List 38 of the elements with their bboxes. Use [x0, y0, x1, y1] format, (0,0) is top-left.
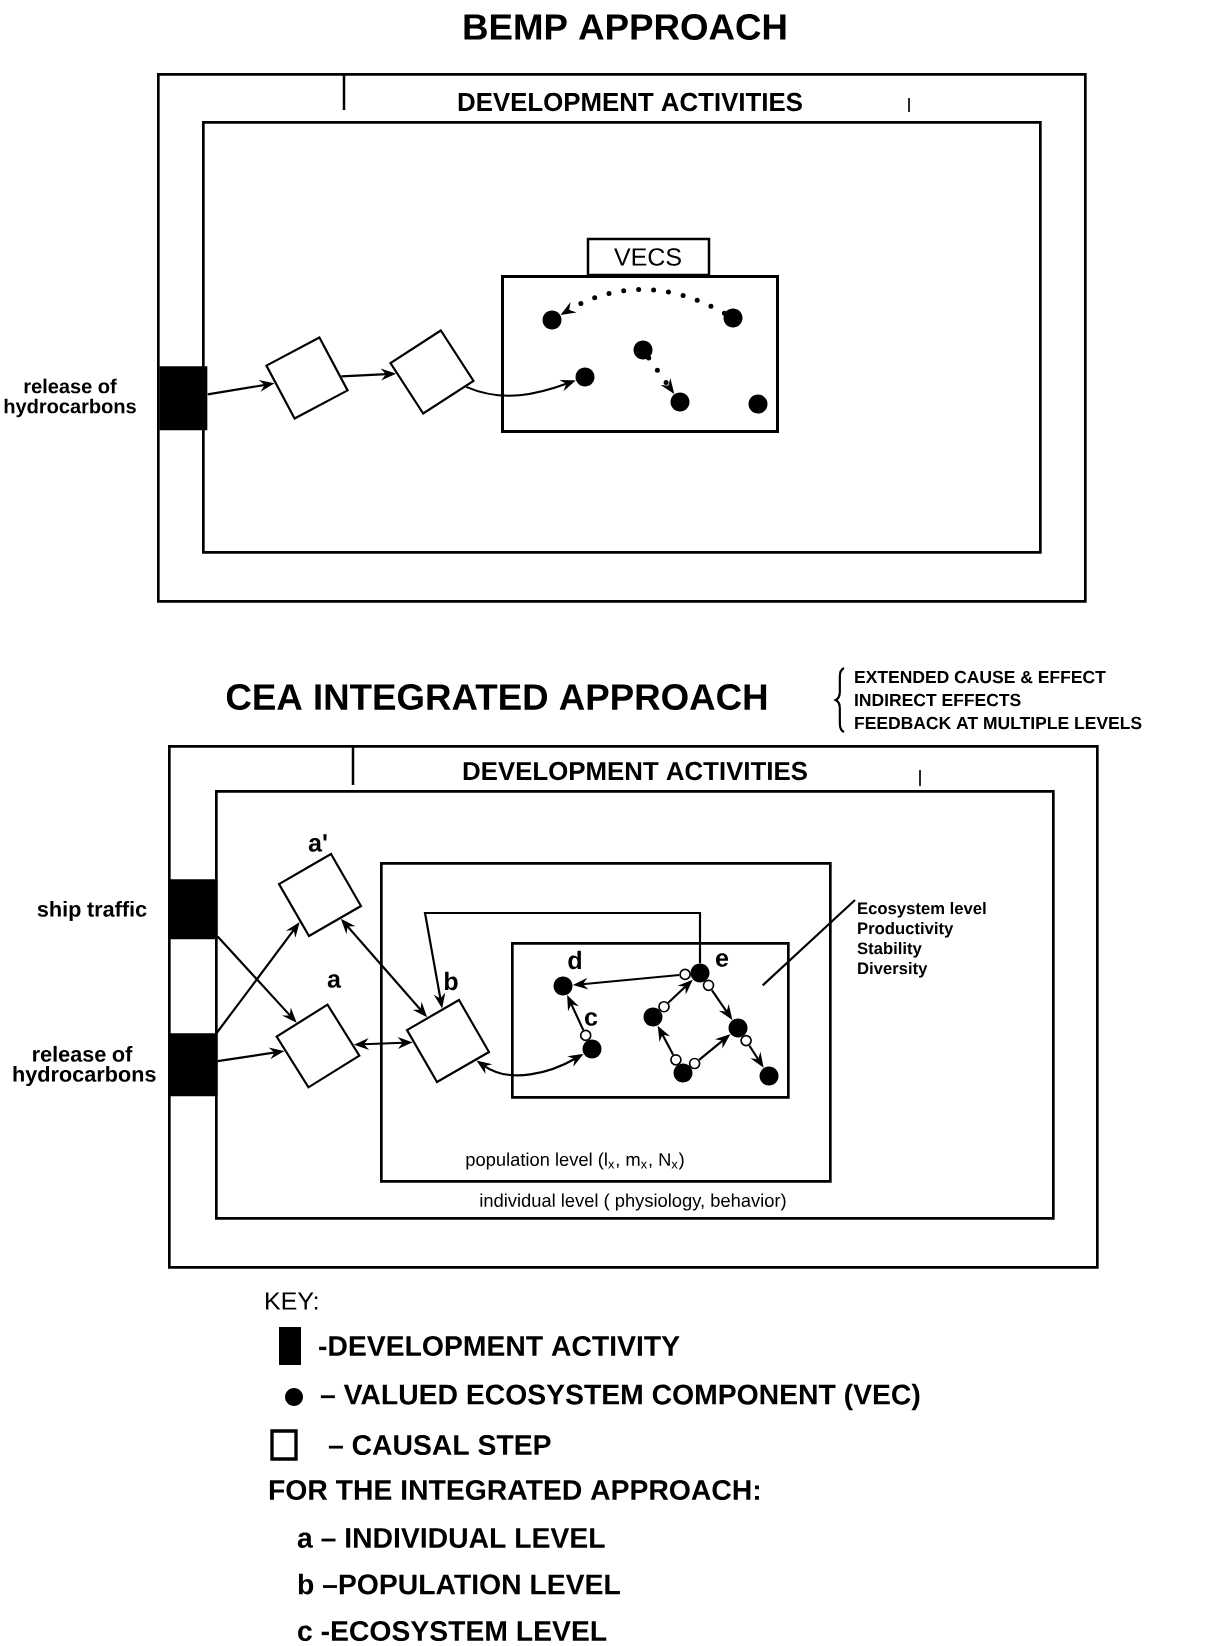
side-label: ship traffic: [37, 900, 147, 922]
vec-dot: [670, 392, 690, 412]
label-text: EXTENDED CAUSE & EFFECT: [855, 670, 1106, 684]
vec-dot: [542, 310, 562, 330]
label-text: FOR THE INTEGRATED APPROACH:: [269, 1480, 759, 1501]
level-box: [202, 121, 1042, 554]
vec-dot: [633, 340, 653, 360]
vec-dot: [748, 394, 768, 414]
vec-dot: [643, 1000, 670, 1027]
node-label: VECS: [614, 248, 681, 266]
legend-text: – CAUSAL STEP: [328, 1435, 551, 1456]
vec-box: VECS: [501, 237, 779, 433]
side-label: release of hydrocarbons: [4, 378, 136, 418]
label-text: INDIRECT EFFECTS: [855, 693, 1021, 707]
side-label: a': [308, 834, 327, 852]
label-text: KEY:: [266, 1292, 318, 1310]
side-label: e: [716, 953, 729, 967]
leader-line: [761, 899, 856, 987]
title: BEMP APPROACH: [464, 14, 786, 40]
label-text: c -ECOSYSTEM LEVEL: [298, 1621, 607, 1642]
label-text: a – INDIVIDUAL LEVEL: [297, 1528, 605, 1548]
label-text: CEA INTEGRATED APPROACH: [226, 684, 767, 710]
side-label: c: [585, 1012, 598, 1026]
label-text: FEEDBACK AT MULTIPLE LEVELS: [855, 716, 1142, 730]
side-label: a: [327, 974, 342, 988]
vec-dot: [670, 1054, 701, 1083]
legend-text: – VALUED ECOSYSTEM COMPONENT (VEC): [320, 1383, 920, 1411]
legend-text: -DEVELOPMENT ACTIVITY: [319, 1336, 680, 1357]
side-label: d: [568, 950, 581, 970]
level-box: [511, 942, 790, 1099]
note-text: Ecosystem level Productivity Stability Diversity: [857, 902, 986, 978]
vec-dot: [759, 1066, 779, 1086]
vec-dot: [728, 1018, 752, 1047]
vec-dot: [723, 308, 743, 328]
side-label: b: [445, 971, 458, 991]
vec-dot: [575, 367, 595, 387]
label-text: b –POPULATION LEVEL: [298, 1573, 620, 1595]
side-label: release of hydrocarbons: [13, 1045, 156, 1087]
